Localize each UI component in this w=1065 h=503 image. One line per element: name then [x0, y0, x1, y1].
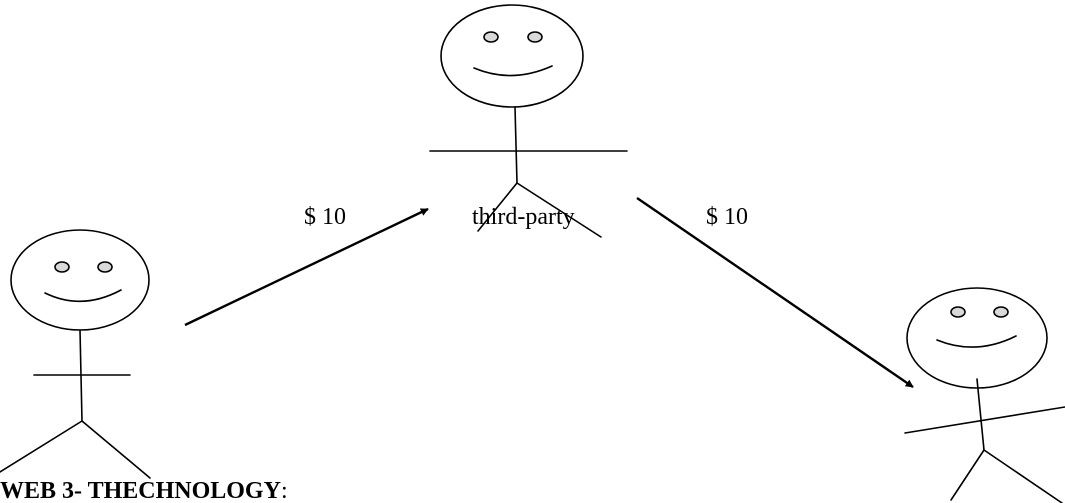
third-party-face: [440, 4, 584, 108]
third-party-smile: [473, 65, 553, 77]
payment-right-label: $ 10: [706, 204, 748, 230]
receiver-face: [906, 287, 1048, 389]
payment-left-label: $ 10: [304, 204, 346, 230]
receiver-right-leg: [983, 449, 1063, 503]
third-party-left-leg: [477, 182, 518, 232]
third-party-left-eye: [483, 31, 499, 43]
section-heading-text: WEB 3- THECHNOLOGY: [0, 478, 281, 503]
receiver-left-leg: [950, 449, 985, 501]
sender-figure: [0, 229, 151, 479]
sender-right-leg: [81, 420, 151, 479]
receiver-arms: [904, 406, 1065, 434]
third-party-body: [514, 106, 518, 184]
sender-left-leg: [0, 420, 83, 473]
third-party-right-leg: [516, 182, 602, 238]
receiver-body: [976, 378, 985, 451]
receiver-figure: [904, 287, 1065, 503]
sender-smile: [44, 289, 122, 303]
sender-face: [10, 229, 150, 331]
receiver-smile: [936, 335, 1017, 348]
third-party-label: third-party: [472, 204, 575, 230]
arrow-third-party-to-receiver: [636, 197, 914, 388]
sender-right-eye: [97, 261, 113, 273]
receiver-left-eye: [950, 306, 966, 318]
third-party-right-eye: [527, 31, 543, 43]
receiver-right-eye: [993, 306, 1009, 318]
section-heading-colon: :: [281, 478, 288, 503]
arrow-sender-to-third-party: [184, 207, 429, 327]
third-party-figure: [429, 4, 628, 238]
section-heading: WEB 3- THECHNOLOGY:: [0, 478, 288, 503]
sender-left-eye: [54, 261, 70, 273]
